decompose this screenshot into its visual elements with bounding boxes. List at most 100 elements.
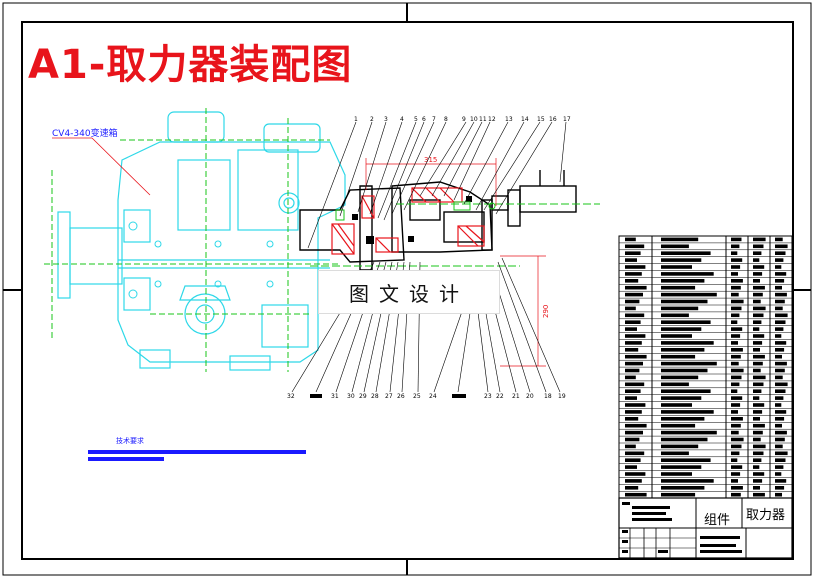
part-number: 12 [488,116,496,123]
part-number: 32 [287,393,295,400]
parts-row-entry [661,479,714,483]
parts-row-entry [731,354,741,359]
parts-row-entry [753,492,765,497]
part-number: 6 [422,116,426,123]
parts-row-entry [731,479,738,483]
parts-row-entry [731,251,738,255]
parts-row-entry [775,403,782,407]
parts-row-entry [775,486,785,490]
parts-row-entry [775,320,786,324]
parts-row-entry [753,320,762,324]
parts-row-entry [731,492,741,497]
parts-row-entry [625,327,637,331]
parts-row-entry [625,272,642,276]
parts-row-entry [753,299,761,304]
parts-row-entry [775,417,785,421]
parts-row-entry [775,389,786,393]
parts-row-entry [625,334,646,338]
parts-row-entry [775,265,782,269]
parts-row-entry [625,292,643,297]
parts-row-entry [753,306,766,311]
parts-row-entry [661,437,708,442]
parts-row-entry [661,444,699,449]
parts-row-entry [625,285,647,290]
parts-row-entry [731,410,738,414]
gearbox-fasteners [128,221,274,299]
part-number: 1 [354,116,358,123]
parts-row-entry [753,272,763,276]
drawing-title: A1-取力器装配图 [28,42,353,88]
parts-row-entry [775,396,784,400]
parts-row-entry [775,423,782,428]
parts-row-entry [753,313,764,318]
parts-row-entry [775,354,782,359]
parts-row-entry [753,285,765,290]
parts-row-entry [625,396,637,400]
part-number: 13 [505,116,513,123]
part-number: 22 [496,393,504,400]
parts-row-entry [731,423,741,428]
parts-row-entry [731,327,743,331]
parts-row-entry [775,251,786,255]
parts-row-entry [775,437,785,442]
parts-row-entry [731,334,741,338]
part-number: 29 [359,393,367,400]
parts-row-entry [731,472,741,476]
parts-row-entry [625,368,640,373]
parts-list-table [618,235,793,499]
parts-row-entry [775,334,782,338]
parts-row-entry [661,472,692,476]
parts-row-entry [753,375,766,380]
parts-row-entry [753,444,766,449]
parts-row-entry [625,361,643,366]
parts-row-entry [661,465,702,469]
parts-row-entry [753,327,760,331]
parts-row-entry [625,313,645,318]
part-number: 25 [413,393,421,400]
part-number: 8 [444,116,448,123]
part-number: 16 [549,116,557,123]
parts-row-entry [775,285,782,290]
part-number: 31 [331,393,339,400]
parts-row-entry [625,458,641,462]
parts-row-entry [625,320,641,324]
part-number: 17 [563,116,571,123]
parts-row-entry [731,244,740,249]
parts-row-entry [731,237,742,242]
parts-row-entry [731,444,742,449]
parts-row-entry [661,361,717,366]
parts-row-entry [753,430,763,435]
part-number: 21 [512,393,520,400]
parts-row-entry [661,389,711,393]
parts-row-entry [661,272,714,276]
parts-row-entry [775,451,788,456]
parts-row-entry [731,258,743,262]
parts-row-entry [775,479,787,483]
parts-row-entry [731,272,738,276]
parts-row-entry [661,396,702,400]
parts-row-entry [775,237,783,242]
parts-row-entry [661,430,717,435]
parts-row-entry [731,375,742,380]
parts-row-entry [731,368,744,373]
parts-row-entry [731,306,742,311]
centering-marks [3,3,811,575]
parts-row-entry [753,354,765,359]
part-numbers-bottom: 32 31 30 29 28 27 26 25 24 23 22 21 20 1… [287,393,566,400]
parts-row-entry [775,299,785,304]
parts-row-entry [661,368,708,373]
parts-row-entry [731,389,738,393]
parts-row-entry [775,244,788,249]
parts-row-entry [625,444,636,449]
parts-row-entry [753,472,765,476]
parts-row-entry [625,486,639,490]
parts-row-entry [775,361,787,366]
parts-row-entry [625,410,642,414]
notes-line-2 [88,457,164,461]
parts-row-entry [731,451,740,456]
parts-row-entry [625,382,645,387]
parts-row-entry [731,437,744,442]
gearbox-centerlines [44,108,340,372]
parts-row-entry [661,354,696,359]
parts-row-entry [731,292,739,297]
